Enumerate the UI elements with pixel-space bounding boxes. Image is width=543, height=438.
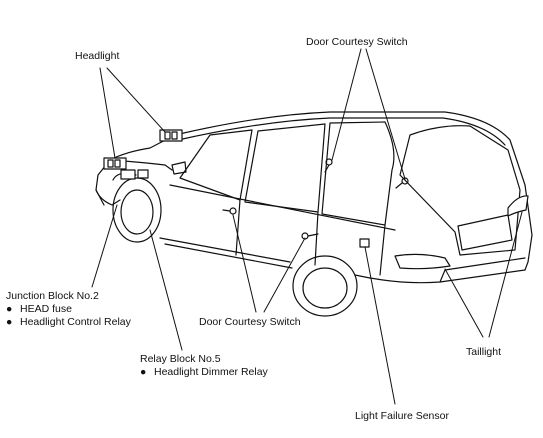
relay-block-label: Relay Block No.5 ●Headlight Dimmer Relay bbox=[140, 353, 268, 379]
car-body bbox=[95, 111, 533, 284]
headlight-bulbs bbox=[103, 129, 183, 170]
bullet-icon: ● bbox=[140, 366, 147, 378]
leader-lines bbox=[91, 48, 523, 405]
door-courtesy-switch-label-top: Door Courtesy Switch bbox=[306, 36, 408, 48]
rear-wheel bbox=[292, 255, 358, 317]
door-courtesy-switch-label-bottom: Door Courtesy Switch bbox=[199, 316, 301, 328]
junction-block-item: ●HEAD fuse bbox=[6, 303, 72, 315]
relay-block-item: ●Headlight Dimmer Relay bbox=[140, 366, 268, 378]
taillights bbox=[394, 195, 529, 270]
door-seams bbox=[235, 199, 386, 276]
side-mirror bbox=[171, 161, 187, 175]
taillight-label: Taillight bbox=[466, 346, 502, 358]
junction-block-label: Junction Block No.2 ●HEAD fuse ●Headligh… bbox=[6, 290, 131, 329]
light-failure-sensor-box bbox=[359, 238, 370, 248]
bullet-icon: ● bbox=[6, 316, 13, 328]
bullet-icon: ● bbox=[6, 303, 13, 315]
relay-blocks bbox=[120, 169, 149, 180]
front-wheel bbox=[112, 172, 162, 243]
relay-block-title: Relay Block No.5 bbox=[140, 353, 221, 365]
windows bbox=[179, 121, 521, 256]
junction-block-item: ●Headlight Control Relay bbox=[6, 316, 131, 328]
door-switches bbox=[222, 158, 409, 240]
light-failure-sensor-label: Light Failure Sensor bbox=[355, 410, 449, 422]
headlight-label: Headlight bbox=[75, 50, 120, 62]
junction-block-title: Junction Block No.2 bbox=[6, 290, 99, 302]
